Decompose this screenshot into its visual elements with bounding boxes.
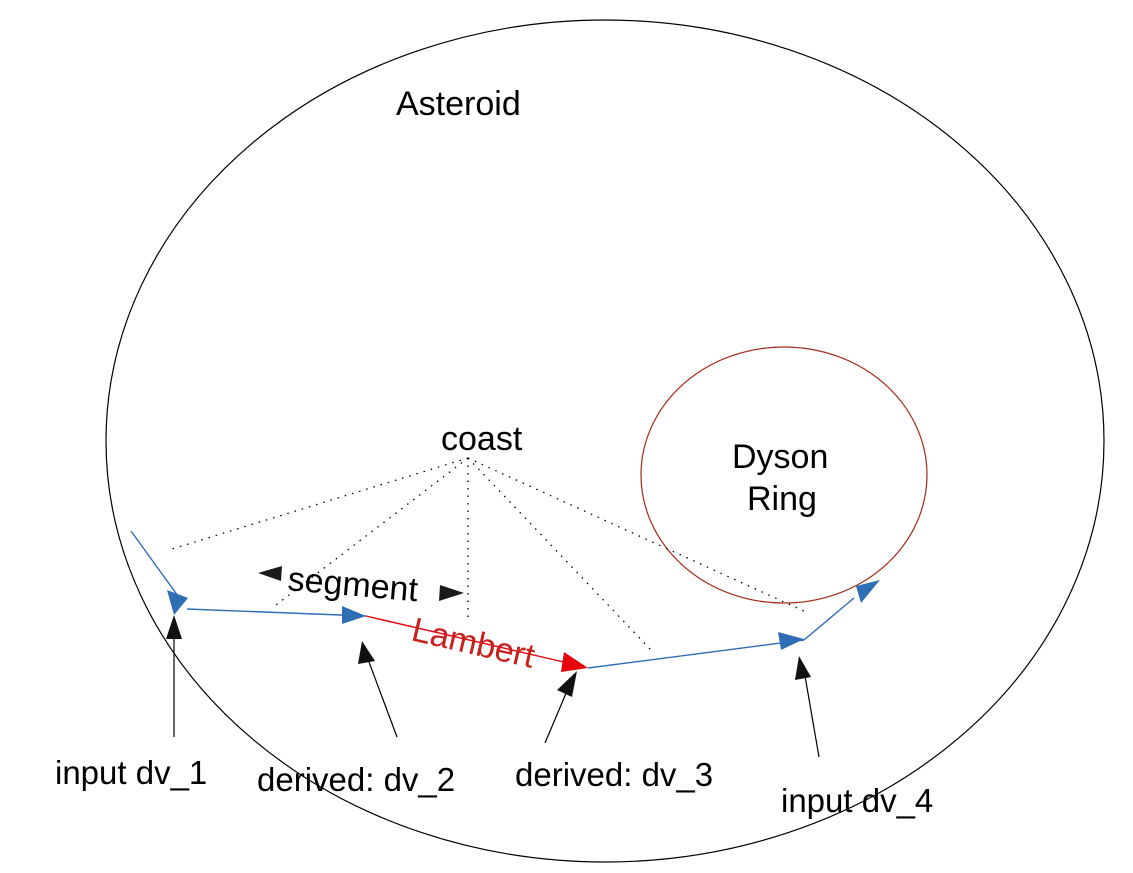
- pointer-dv2: [358, 641, 398, 738]
- asteroid-label: Asteroid: [396, 85, 521, 123]
- segment-double-arrow: [258, 566, 464, 601]
- pointer-dv1: [166, 615, 182, 737]
- lambert-label: Lambert: [408, 611, 539, 676]
- lambert-arrowhead: [561, 652, 588, 672]
- segment-label: segment: [286, 560, 420, 609]
- pointer-dv3: [544, 671, 577, 744]
- coast-arrowhead-3: [856, 580, 880, 603]
- coast-lines: [171, 457, 807, 651]
- trajectory-path: [130, 530, 855, 669]
- dyson-label-line1: Dyson: [732, 438, 828, 476]
- input-dv4-label: input dv_4: [781, 782, 933, 819]
- derived-dv3-label: derived: dv_3: [515, 756, 713, 793]
- coast-arrowhead-1: [342, 606, 366, 624]
- dv1-arrowhead: [167, 590, 188, 615]
- pointer-dv4: [795, 656, 820, 758]
- derived-dv2-label: derived: dv_2: [257, 761, 455, 798]
- lambert-arc: [365, 615, 569, 664]
- input-dv1-label: input dv_1: [55, 754, 207, 791]
- dyson-ring-orbit: [640, 346, 928, 604]
- asteroid-orbit: [105, 19, 1105, 863]
- coast-label: coast: [441, 420, 523, 458]
- coast-arrowhead-2: [778, 632, 804, 650]
- dyson-label-line2: Ring: [747, 480, 817, 518]
